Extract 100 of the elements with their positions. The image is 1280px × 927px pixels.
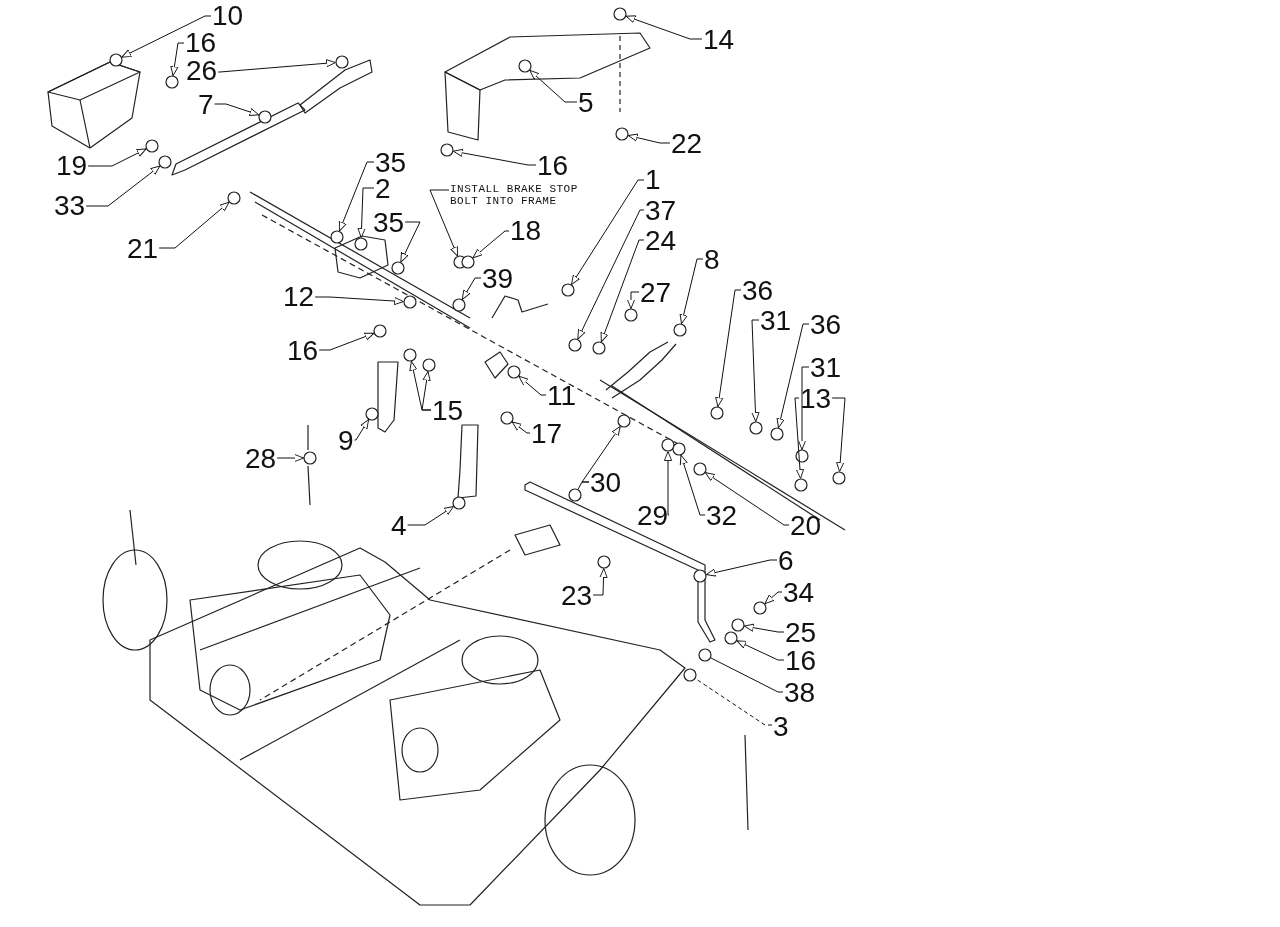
callout-number: 36 bbox=[742, 277, 774, 305]
part-symbol bbox=[335, 55, 349, 69]
leader-line bbox=[679, 258, 704, 325]
leader-line bbox=[400, 221, 421, 263]
leader-line bbox=[581, 425, 621, 483]
leader-line bbox=[577, 481, 590, 490]
callout-number: 16 bbox=[785, 647, 817, 675]
part-symbol bbox=[227, 191, 241, 205]
part-symbol bbox=[592, 341, 606, 355]
callout-number: 21 bbox=[127, 235, 159, 263]
part-symbol bbox=[561, 283, 575, 297]
part-symbol bbox=[731, 618, 745, 632]
callout-number: 13 bbox=[800, 385, 832, 413]
part-symbol bbox=[673, 323, 687, 337]
part-symbol bbox=[391, 261, 405, 275]
leader-line bbox=[715, 289, 742, 408]
leader-line bbox=[158, 201, 230, 249]
part-symbol bbox=[452, 496, 466, 510]
part-symbol bbox=[624, 308, 638, 322]
leader-line bbox=[338, 161, 375, 232]
leader-line bbox=[663, 451, 673, 516]
leader-line bbox=[170, 42, 185, 77]
callout-number: 28 bbox=[245, 445, 277, 473]
callout-number: 31 bbox=[810, 354, 842, 382]
leader-line bbox=[318, 332, 375, 351]
part-symbol bbox=[158, 155, 172, 169]
part-symbol bbox=[373, 324, 387, 338]
part-symbol bbox=[403, 348, 417, 362]
part-symbol bbox=[452, 298, 466, 312]
callout-number: 16 bbox=[537, 152, 569, 180]
leader-line bbox=[797, 366, 810, 450]
callout-number: 35 bbox=[373, 209, 405, 237]
part-symbol bbox=[365, 407, 379, 421]
callout-number: 5 bbox=[578, 89, 594, 117]
part-symbol bbox=[672, 442, 686, 456]
callout-number: 38 bbox=[784, 679, 816, 707]
leader-line bbox=[794, 397, 804, 479]
leader-line bbox=[276, 453, 304, 463]
leader-line bbox=[354, 419, 370, 441]
leader-line bbox=[217, 59, 336, 73]
leader-line bbox=[214, 103, 260, 116]
callout-number: 30 bbox=[590, 469, 622, 497]
leader-line bbox=[407, 506, 454, 526]
part-symbol bbox=[749, 421, 763, 435]
part-symbol bbox=[500, 411, 514, 425]
callout-number: 22 bbox=[671, 130, 703, 158]
leader-line bbox=[571, 179, 645, 285]
part-symbol bbox=[518, 59, 532, 73]
part-symbol bbox=[303, 451, 317, 465]
part-symbol bbox=[354, 237, 368, 251]
callout-number: 19 bbox=[56, 152, 88, 180]
part-symbol bbox=[770, 427, 784, 441]
part-symbol bbox=[693, 462, 707, 476]
callout-number: 34 bbox=[783, 579, 815, 607]
callout-number: 27 bbox=[640, 279, 672, 307]
part-symbol bbox=[683, 668, 697, 682]
callout-number: 24 bbox=[645, 227, 677, 255]
leader-line bbox=[743, 623, 785, 633]
part-symbol bbox=[613, 7, 627, 21]
part-symbol bbox=[422, 358, 436, 372]
leader-line bbox=[429, 189, 458, 257]
part-symbol bbox=[568, 488, 582, 502]
leader-line bbox=[314, 296, 404, 306]
part-symbol bbox=[710, 406, 724, 420]
leader-line bbox=[626, 291, 640, 309]
leader-line bbox=[776, 323, 810, 429]
callout-number: 20 bbox=[790, 512, 822, 540]
callout-number: 26 bbox=[186, 57, 218, 85]
callout-number: 4 bbox=[391, 512, 407, 540]
callout-number: 10 bbox=[212, 2, 244, 30]
part-symbol bbox=[258, 110, 272, 124]
leader-line bbox=[461, 277, 482, 300]
callout-number: 29 bbox=[637, 502, 669, 530]
leader-line bbox=[600, 239, 645, 343]
part-symbol bbox=[693, 569, 707, 583]
callout-number: 33 bbox=[54, 192, 86, 220]
leader-line bbox=[518, 375, 547, 396]
note-text: INSTALL BRAKE STOP BOLT INTO FRAME bbox=[450, 183, 610, 207]
callout-number: 16 bbox=[287, 337, 319, 365]
part-symbol bbox=[568, 338, 582, 352]
leader-line bbox=[625, 15, 703, 40]
leader-line bbox=[736, 640, 785, 661]
leader-line bbox=[627, 133, 671, 144]
leader-line bbox=[87, 148, 147, 167]
callout-number: 16 bbox=[185, 29, 217, 57]
part-symbol bbox=[145, 139, 159, 153]
callout-number: 23 bbox=[561, 582, 593, 610]
callout-number: 1 bbox=[645, 166, 661, 194]
leader-line bbox=[592, 568, 608, 596]
callout-number: 11 bbox=[547, 382, 577, 410]
part-symbol bbox=[724, 631, 738, 645]
leader-line bbox=[121, 15, 212, 58]
callout-number: 15 bbox=[432, 397, 464, 425]
leader-line bbox=[710, 657, 784, 693]
leader-line bbox=[529, 69, 578, 103]
part-symbol bbox=[661, 438, 675, 452]
part-symbol bbox=[330, 230, 344, 244]
part-symbol bbox=[832, 471, 846, 485]
callout-number: 25 bbox=[785, 619, 817, 647]
part-symbol bbox=[109, 53, 123, 67]
